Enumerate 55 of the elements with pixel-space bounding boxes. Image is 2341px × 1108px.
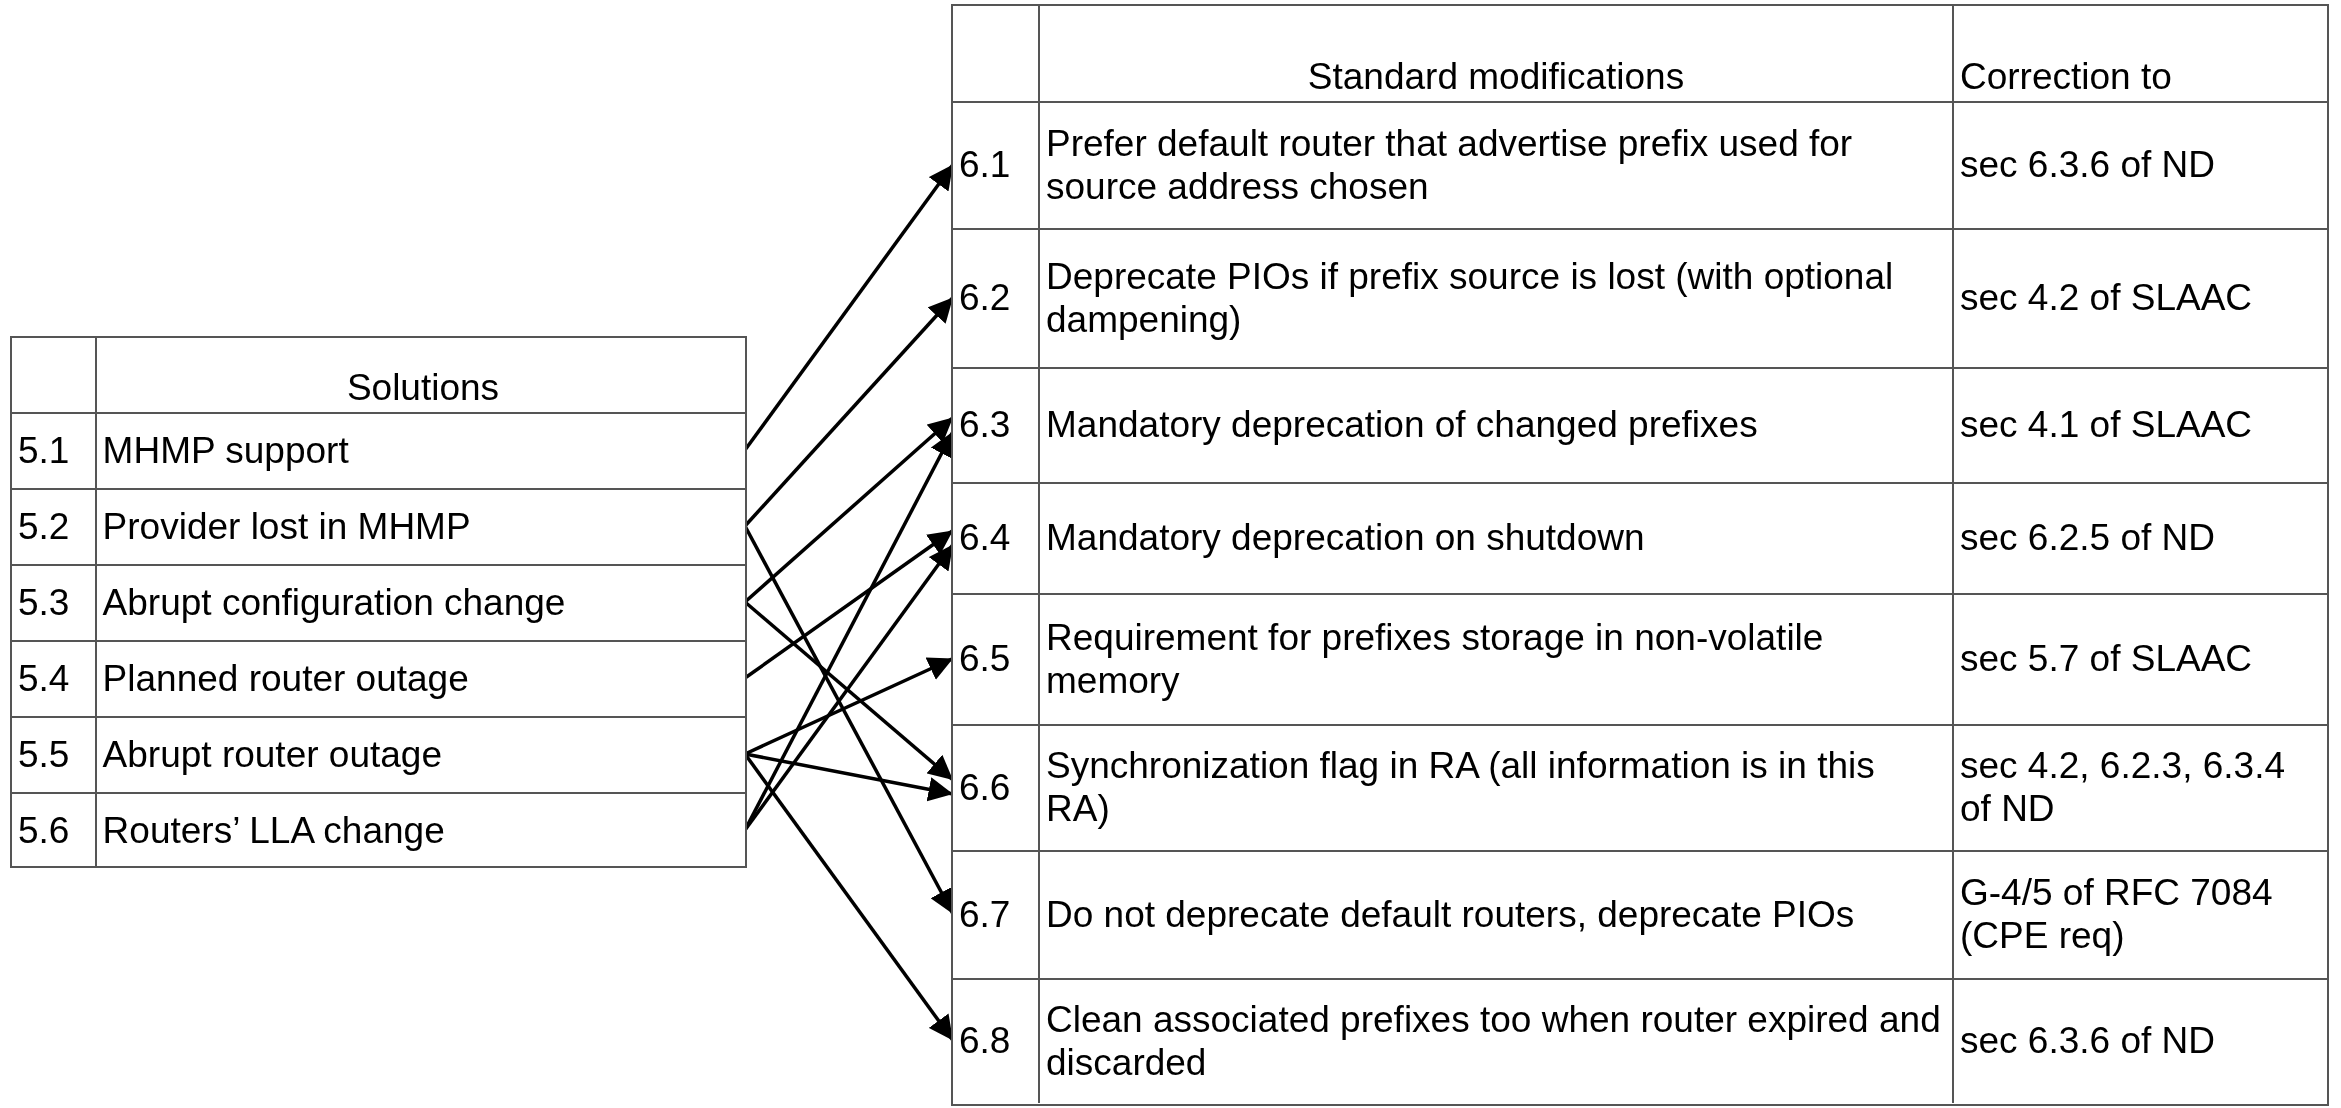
table-row	[953, 978, 2327, 1103]
row-number: 6.5	[959, 638, 1011, 681]
table-row	[953, 593, 2327, 724]
row-text: Abrupt router outage	[102, 733, 442, 777]
row-number: 5.3	[18, 581, 70, 625]
table-row	[953, 228, 2327, 367]
row-number: 5.2	[18, 505, 70, 549]
row-text: Do not deprecate default routers, deprecate PIOs	[1046, 893, 1855, 937]
row-number: 6.3	[959, 404, 1011, 447]
row-text: Requirement for prefixes storage in non-volatile memory	[1046, 616, 1825, 703]
table-row	[953, 482, 2327, 593]
row-number: 6.8	[959, 1020, 1011, 1063]
row-text: Abrupt configuration change	[102, 581, 566, 625]
row-number: 5.6	[18, 809, 70, 853]
solutions-table	[10, 336, 747, 868]
table-row	[12, 640, 745, 716]
reference-text: sec 6.2.5 of ND	[1960, 517, 2215, 560]
row-number: 6.1	[959, 144, 1011, 187]
table-row	[953, 101, 2327, 228]
row-text: Prefer default router that advertise prefix used for source address chosen	[1046, 122, 1854, 209]
table-row	[12, 564, 745, 640]
reference-text: G-4/5 of RFC 7084 (CPE req)	[1960, 872, 2274, 958]
row-number: 6.6	[959, 766, 1011, 810]
row-number: 6.4	[959, 517, 1011, 560]
row-text: Mandatory deprecation on shutdown	[1046, 517, 1645, 560]
row-text: Clean associated prefixes too when router expired and discarded	[1046, 998, 1942, 1085]
row-text: MHMP support	[102, 429, 349, 473]
reference-text: sec 4.2, 6.2.3, 6.3.4 of ND	[1960, 745, 2286, 831]
row-number: 5.1	[18, 429, 70, 473]
table-row	[953, 850, 2327, 978]
row-number: 6.7	[959, 893, 1011, 937]
row-text: Routers’ LLA change	[102, 809, 445, 853]
table-row	[12, 488, 745, 564]
row-number: 5.5	[18, 733, 70, 777]
modifications-table	[951, 4, 2329, 1106]
reference-text: sec 6.3.6 of ND	[1960, 144, 2215, 187]
reference-text: sec 6.3.6 of ND	[1960, 1020, 2215, 1063]
row-text: Synchronization flag in RA (all information is in this RA)	[1046, 745, 1876, 831]
table-row	[953, 367, 2327, 482]
row-text: Provider lost in MHMP	[102, 505, 471, 549]
column-header: Standard modifications	[1307, 56, 1685, 100]
row-number: 6.2	[959, 277, 1011, 320]
reference-text: sec 4.1 of SLAAC	[1960, 404, 2253, 447]
row-text: Deprecate PIOs if prefix source is lost (with optional dampening)	[1046, 255, 1895, 342]
row-number: 5.4	[18, 657, 70, 701]
table-row	[12, 792, 745, 868]
table-row	[12, 412, 745, 488]
column-header: Solutions	[346, 367, 500, 411]
column-header: Correction to	[1960, 56, 2172, 100]
reference-text: sec 5.7 of SLAAC	[1960, 638, 2253, 681]
reference-text: sec 4.2 of SLAAC	[1960, 277, 2253, 320]
table-row	[953, 724, 2327, 850]
row-text: Mandatory deprecation of changed prefixes	[1046, 404, 1758, 447]
row-text: Planned router outage	[102, 657, 469, 701]
table-row	[12, 716, 745, 792]
